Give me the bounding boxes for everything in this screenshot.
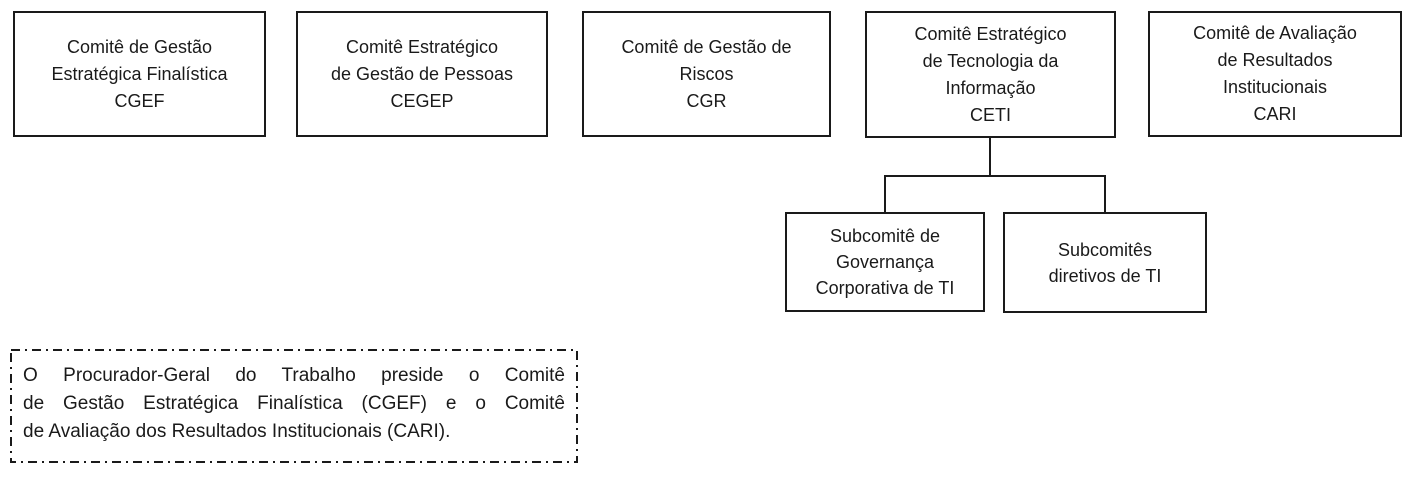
note-box: O Procurador-Geral do Trabalho preside o… xyxy=(10,349,578,463)
committee-label-cegep: Comitê Estratégico de Gestão de Pessoas … xyxy=(330,36,514,111)
dash-dot-border xyxy=(10,349,578,463)
note-text: O Procurador-Geral do Trabalho preside o… xyxy=(23,362,565,446)
committee-box-cegep: Comitê Estratégico de Gestão de Pessoas … xyxy=(296,11,548,137)
subcommittee-label-governanca: Subcomitê de Governança Corporativa de T… xyxy=(815,226,955,298)
committee-box-cgef: Comitê de Gestão Estratégica Finalística… xyxy=(13,11,266,137)
committee-label-cari: Comitê de Avaliação de Resultados Instit… xyxy=(1193,23,1357,124)
note-line-1: O Procurador-Geral do Trabalho preside o… xyxy=(23,365,565,386)
committee-box-ceti: Comitê Estratégico de Tecnologia da Info… xyxy=(865,11,1116,138)
subcommittee-label-diretivos: Subcomitês diretivos de TI xyxy=(1048,239,1162,286)
committee-box-cari: Comitê de Avaliação de Resultados Instit… xyxy=(1148,11,1402,137)
subcommittee-box-diretivos: Subcomitês diretivos de TI xyxy=(1003,212,1207,313)
connector-ceti-stem xyxy=(989,137,991,176)
note-line-3: de Avaliação dos Resultados Instituciona… xyxy=(23,421,451,442)
committee-label-cgef: Comitê de Gestão Estratégica Finalística… xyxy=(51,36,228,111)
committee-box-cgr: Comitê de Gestão de Riscos CGR xyxy=(582,11,831,137)
connector-drop-diretivos xyxy=(1104,175,1106,212)
committee-label-cgr: Comitê de Gestão de Riscos CGR xyxy=(621,36,792,111)
connector-horizontal-bar xyxy=(884,175,1106,177)
subcommittee-box-governanca: Subcomitê de Governança Corporativa de T… xyxy=(785,212,985,312)
note-line-2: de Gestão Estratégica Finalística (CGEF)… xyxy=(23,393,565,414)
connector-drop-governanca xyxy=(884,175,886,212)
committee-label-ceti: Comitê Estratégico de Tecnologia da Info… xyxy=(914,23,1067,125)
